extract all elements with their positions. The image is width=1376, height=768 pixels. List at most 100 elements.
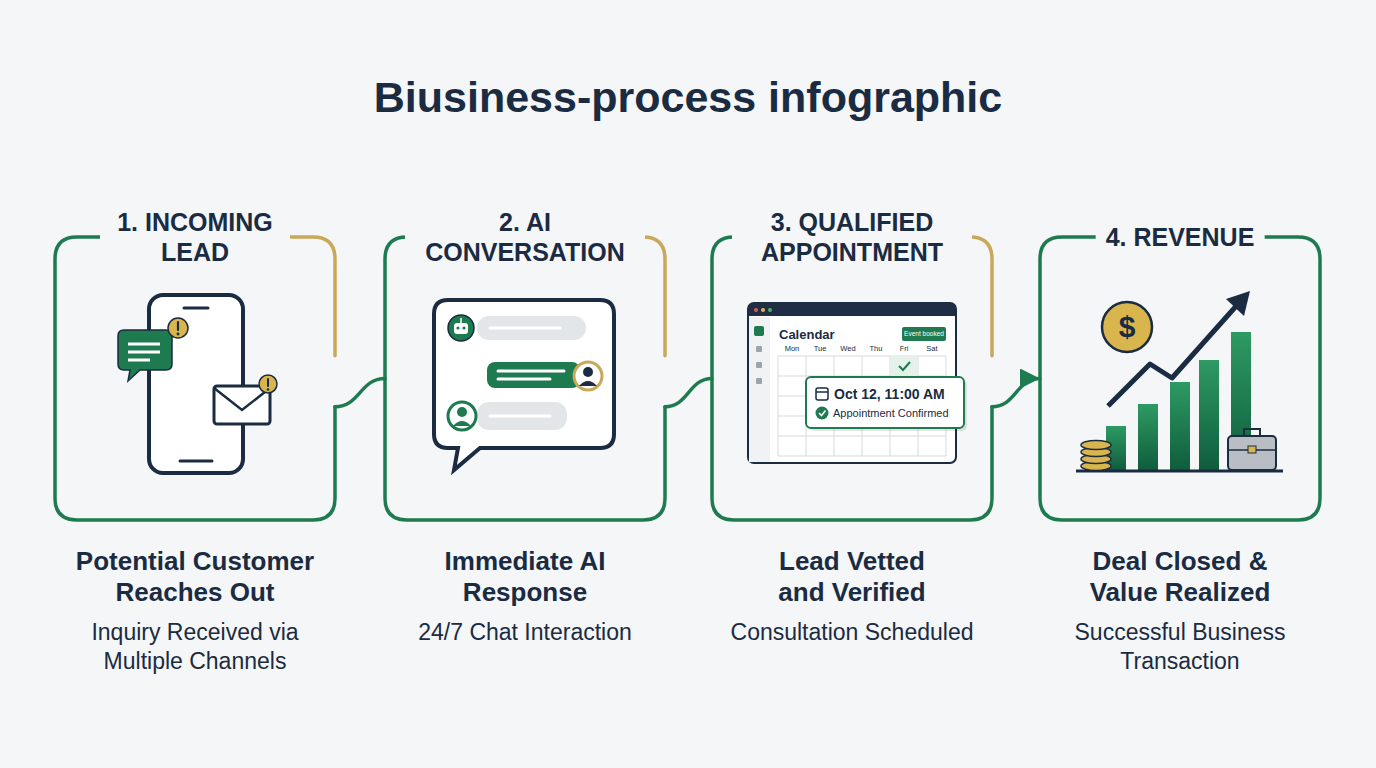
user-shoulders [579,381,597,386]
date-icon [816,388,828,400]
event-button [902,327,946,341]
step-heading: 1. INCOMING LEAD [100,207,290,267]
sidebar-icon [756,378,762,384]
process-step: 3. QUALIFIED APPOINTMENTLead Vetted and … [712,237,992,520]
chat-window [434,300,614,470]
confirm-check [816,407,829,420]
sidebar-icon [754,326,764,336]
bot-antenna [460,318,462,323]
step-title: Immediate AI Response [395,546,655,608]
calendar-illustration [748,303,967,463]
message-bubble [118,330,172,381]
trend-arrowhead [1226,291,1250,316]
step-heading: 4. REVENUE [1096,222,1265,252]
calendar-text: Appointment Confirmed [833,408,949,419]
step-title: Potential Customer Reaches Out [65,546,325,608]
outline-stroke [55,237,335,520]
briefcase-handle [1244,429,1260,436]
flow-connector [665,379,712,407]
confirm-tick [819,411,826,416]
step-outline [712,237,992,520]
appointment-card [806,377,964,428]
user-shoulders [453,421,471,426]
user-avatar [448,402,476,430]
chat-line [490,415,550,418]
process-step: 4. REVENUEDeal Closed & Value RealizedSu… [1040,237,1320,520]
dollar-coin [1102,302,1152,352]
message-line [128,351,160,354]
calendar-text: Mon [785,345,800,353]
calendar-text: Tue [814,345,827,353]
flow-connector [992,379,1040,407]
outline-stroke [1040,237,1320,520]
message-line [128,343,160,346]
window-dot [761,308,765,312]
step-heading: 2. AI CONVERSATION [405,207,645,267]
phone-home-bar [180,460,212,463]
step-outline [1040,237,1320,520]
process-step: 2. AI CONVERSATIONImmediate AI Response2… [385,237,665,520]
phone-body [149,295,243,473]
cell-check [899,362,910,370]
sidebar [749,317,770,462]
calendar-text: Event booked [904,331,944,338]
step-title: Lead Vetted and Verified [762,546,942,608]
user-avatar [574,362,602,390]
chat-line [498,378,550,381]
step-outline [385,237,665,520]
envelope [214,386,270,424]
process-step: 1. INCOMING LEADPotential Customer Reach… [55,237,335,520]
user-head [583,367,593,377]
flow-connector [335,379,385,407]
calendar-text: Oct 12, 11:00 AM [834,387,945,401]
window-dot [754,308,758,312]
chat-illustration [434,300,614,470]
window-dot [768,308,772,312]
sidebar-icon [756,362,762,368]
alert-dot [177,333,180,336]
bot-avatar [448,315,474,341]
diagram-title: Biusiness-process infographic [0,68,1376,126]
coin-stack [1081,441,1111,471]
chat-line [490,327,560,330]
bar [1199,360,1219,471]
step-heading: 3. QUALIFIED APPOINTMENT [732,207,972,267]
calendar-text: Fri [900,345,909,353]
alert-mark [177,322,179,330]
step-outline [55,237,335,520]
date-icon-line [816,391,828,393]
message-line [128,359,150,362]
trend-line [1108,304,1238,406]
window-bar [748,303,956,316]
bar [1138,404,1158,471]
chat-message [477,402,567,430]
alert-badge [168,318,188,338]
alert-mark [267,379,269,386]
user-head [457,407,467,417]
chat-line [498,370,564,373]
bar [1170,382,1190,471]
step-description: 24/7 Chat Interaction [375,618,675,647]
chat-reply [487,362,580,388]
outline-stroke [712,237,992,520]
outline-stroke [385,237,665,520]
calendar-text: Calendar [779,328,835,341]
bot-face [454,323,468,334]
chat-message [477,316,586,340]
sidebar-icon [756,346,762,352]
phone-illustration [118,295,277,473]
alert-badge [259,375,277,393]
phone-speaker [184,307,208,310]
calendar-text: Sat [926,345,937,353]
bot-eye [456,326,459,329]
currency-symbol: $ [1119,312,1136,342]
step-description: Successful Business Transaction [1030,618,1330,676]
alert-dot [267,388,270,391]
calendar-text: Wed [840,345,855,353]
highlight-cell [891,357,918,376]
step-description: Inquiry Received via Multiple Channels [70,618,320,676]
calendar-text: Thu [870,345,883,353]
bot-eye [462,326,465,329]
step-title: Deal Closed & Value Realized [1065,546,1295,608]
revenue-illustration [1076,291,1283,471]
